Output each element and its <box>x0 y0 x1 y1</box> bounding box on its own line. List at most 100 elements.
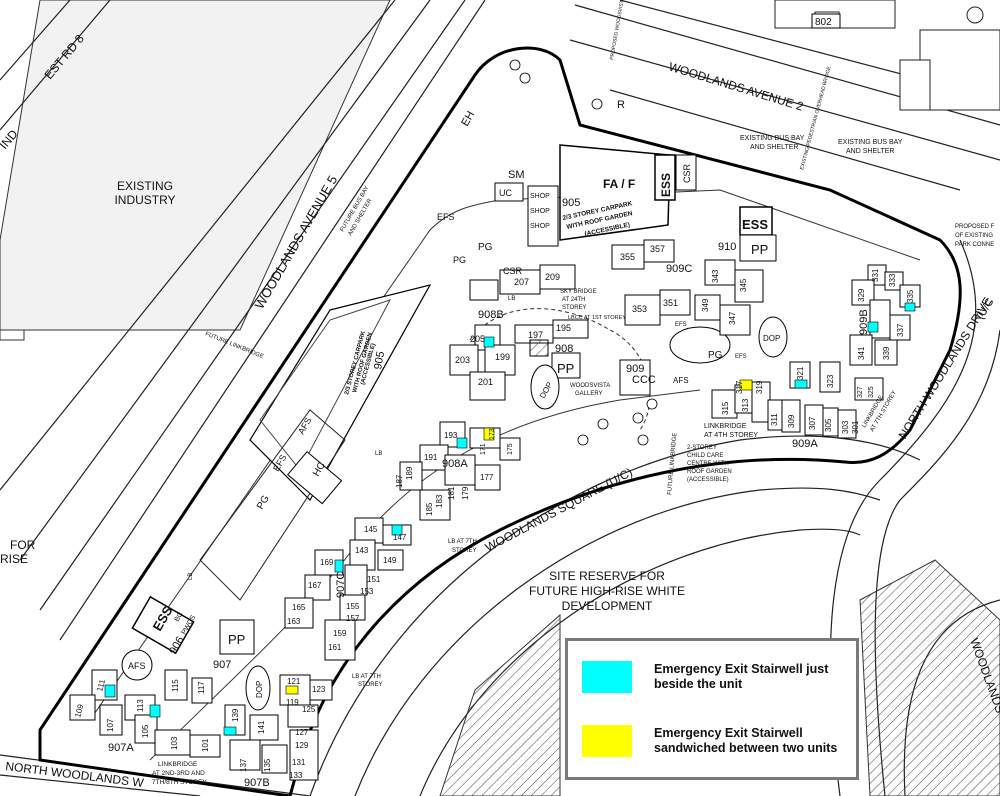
unit-325: 325 <box>868 386 875 398</box>
legend-swatch-yellow <box>582 725 632 757</box>
label-shop3: SHOP <box>530 223 550 230</box>
unit-315: 315 <box>721 401 730 415</box>
unit-179: 179 <box>461 486 470 500</box>
label-block-907: 907 <box>213 659 231 671</box>
label-woodlands-ave2: WOODLANDS AVENUE 2 <box>667 59 805 113</box>
industry-plot-main <box>0 0 391 331</box>
unit-327: 327 <box>857 386 864 398</box>
label-block-907a: 907A <box>108 742 134 754</box>
label-ccc: CCC <box>632 374 656 386</box>
note-linkbridge-4th-2: AT 4TH STOREY <box>704 432 758 439</box>
unit-199: 199 <box>495 352 510 362</box>
unit-309: 309 <box>787 414 796 428</box>
label-block-905: 905 <box>562 197 580 209</box>
unit-301: 301 <box>851 420 860 434</box>
label-pg-top1: PG <box>478 242 493 253</box>
unit-355: 355 <box>620 252 635 262</box>
unit-353: 353 <box>632 304 647 314</box>
block-802-box <box>811 13 841 29</box>
unit-181: 181 <box>447 486 456 500</box>
unit-319: 319 <box>755 380 764 394</box>
note-linkbridge-4th-1: LINKBRIDGE <box>704 423 747 430</box>
unit-163: 163 <box>287 617 301 626</box>
unit-207: 207 <box>514 277 529 287</box>
unit-175: 175 <box>507 443 514 455</box>
unit-107: 107 <box>106 718 115 732</box>
unit-351: 351 <box>663 298 678 308</box>
unit-317: 317 <box>735 380 744 394</box>
label-rise-left: RISE <box>0 552 28 566</box>
note-childcare-5: (ACCESSIBLE) <box>687 477 729 483</box>
unit-191: 191 <box>424 453 438 462</box>
unit-141: 141 <box>257 720 266 734</box>
road-woodlands-ave5 <box>0 0 486 641</box>
unit-187: 187 <box>395 474 404 488</box>
pp-908-box <box>551 352 581 379</box>
note-linkbridge-bottom-3: 7TH/8TH STOREY <box>152 779 207 786</box>
unit-331: 331 <box>871 268 880 282</box>
label-block-910: 910 <box>718 241 736 253</box>
block-labels: 802 905 910 909C 908B 908 909 909B 909A … <box>73 13 915 789</box>
unit-339: 339 <box>882 346 891 360</box>
unit-321: 321 <box>796 366 805 380</box>
carpark-905 <box>559 144 671 241</box>
label-block-802: 802 <box>815 17 832 28</box>
unit-139: 139 <box>231 708 240 722</box>
unit-305: 305 <box>824 418 833 432</box>
label-uc: UC <box>499 188 512 198</box>
note-lb-7th-b1: LB AT 7TH <box>352 674 381 680</box>
label-block-909a: 909A <box>792 438 818 450</box>
carpark-left-inner <box>259 299 392 471</box>
label-woodlands-square: WOODLANDS SQUARE (U/C) <box>483 465 635 555</box>
unit-109: 109 <box>73 703 85 719</box>
note-proposed-right-1: PROPOSED F <box>955 224 995 230</box>
legend-swatch-cyan <box>582 661 632 693</box>
note-lb-1st: LBCC AT 1ST STOREY <box>568 315 626 321</box>
unit-155: 155 <box>346 602 360 611</box>
label-pp-910: PP <box>751 242 768 257</box>
unit-149: 149 <box>383 556 397 565</box>
label-existing-industry-2: INDUSTRY <box>114 193 175 207</box>
unit-209: 209 <box>545 272 560 282</box>
note-proposed-gallery: PROPOSED WOODSVISTA GALLERY <box>609 0 630 60</box>
unit-323: 323 <box>826 374 835 388</box>
ess-box-top <box>654 154 676 201</box>
unit-333: 333 <box>888 273 897 287</box>
unit-129: 129 <box>295 741 309 750</box>
note-existing-bus-bay-2: AND SHELTER <box>750 144 799 151</box>
unit-189: 189 <box>405 466 414 480</box>
unit-137: 137 <box>239 758 248 772</box>
pp-910-box <box>739 234 777 262</box>
label-ess-right: ESS <box>742 217 768 232</box>
afs-bottom-circle <box>121 649 153 681</box>
unit-101: 101 <box>201 738 210 752</box>
label-afs-bottom: AFS <box>128 661 146 671</box>
label-block-907c: 907C <box>335 572 347 598</box>
unit-197: 197 <box>528 330 543 340</box>
legend-row-sandwiched: Emergency Exit Stairwell sandwiched betw… <box>582 725 854 757</box>
emergency-stairwell-beside-markers <box>104 302 916 736</box>
note-lb-7th-2: STOREY <box>452 548 477 554</box>
label-block-909c: 909C <box>666 263 692 275</box>
csr-top-box <box>675 154 697 191</box>
unit-143: 143 <box>355 546 369 555</box>
label-block-908b: 908B <box>478 309 504 321</box>
unit-347: 347 <box>728 311 737 325</box>
unit-349: 349 <box>701 298 710 312</box>
hatch-site-reserve <box>439 613 561 796</box>
note-existing-bus-bay-4: AND SHELTER <box>846 148 895 155</box>
unit-341: 341 <box>857 346 866 360</box>
unit-131: 131 <box>292 758 306 767</box>
block-909c-cluster <box>611 239 764 396</box>
block-907b-cluster <box>224 674 333 781</box>
label-dop-right: DOP <box>763 334 780 343</box>
unit-203: 203 <box>455 355 470 365</box>
unit-103: 103 <box>170 736 179 750</box>
label-pp-907: PP <box>228 632 245 647</box>
label-lb1: LB <box>508 296 515 302</box>
unit-153: 153 <box>360 587 374 596</box>
unit-337: 337 <box>896 323 905 337</box>
label-csr-mid: CSR <box>503 266 523 276</box>
block-909a-cluster <box>711 381 857 439</box>
